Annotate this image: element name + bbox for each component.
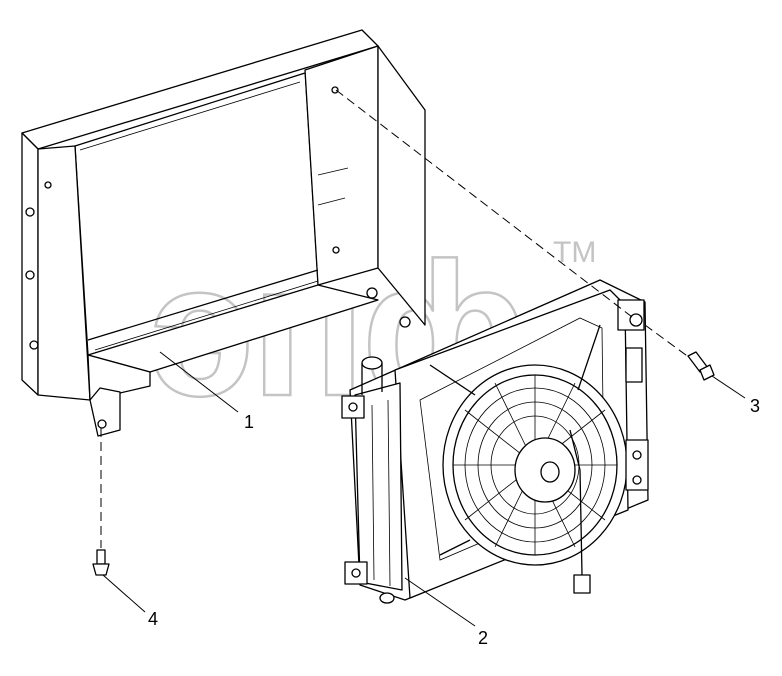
part-3-bolt xyxy=(687,351,715,381)
callout-3: 3 xyxy=(750,396,760,416)
part-2-fan-condenser xyxy=(341,279,649,604)
callout-4: 4 xyxy=(148,609,158,629)
part-4-bolt xyxy=(92,549,110,576)
callout-1: 1 xyxy=(244,412,254,432)
part-1-frame xyxy=(21,29,426,437)
watermark-trademark: TM xyxy=(553,236,596,269)
assembly-lines xyxy=(100,89,691,548)
callout-2: 2 xyxy=(478,628,488,648)
callouts: 1 2 3 4 xyxy=(148,396,760,648)
leader-lines xyxy=(102,351,746,627)
